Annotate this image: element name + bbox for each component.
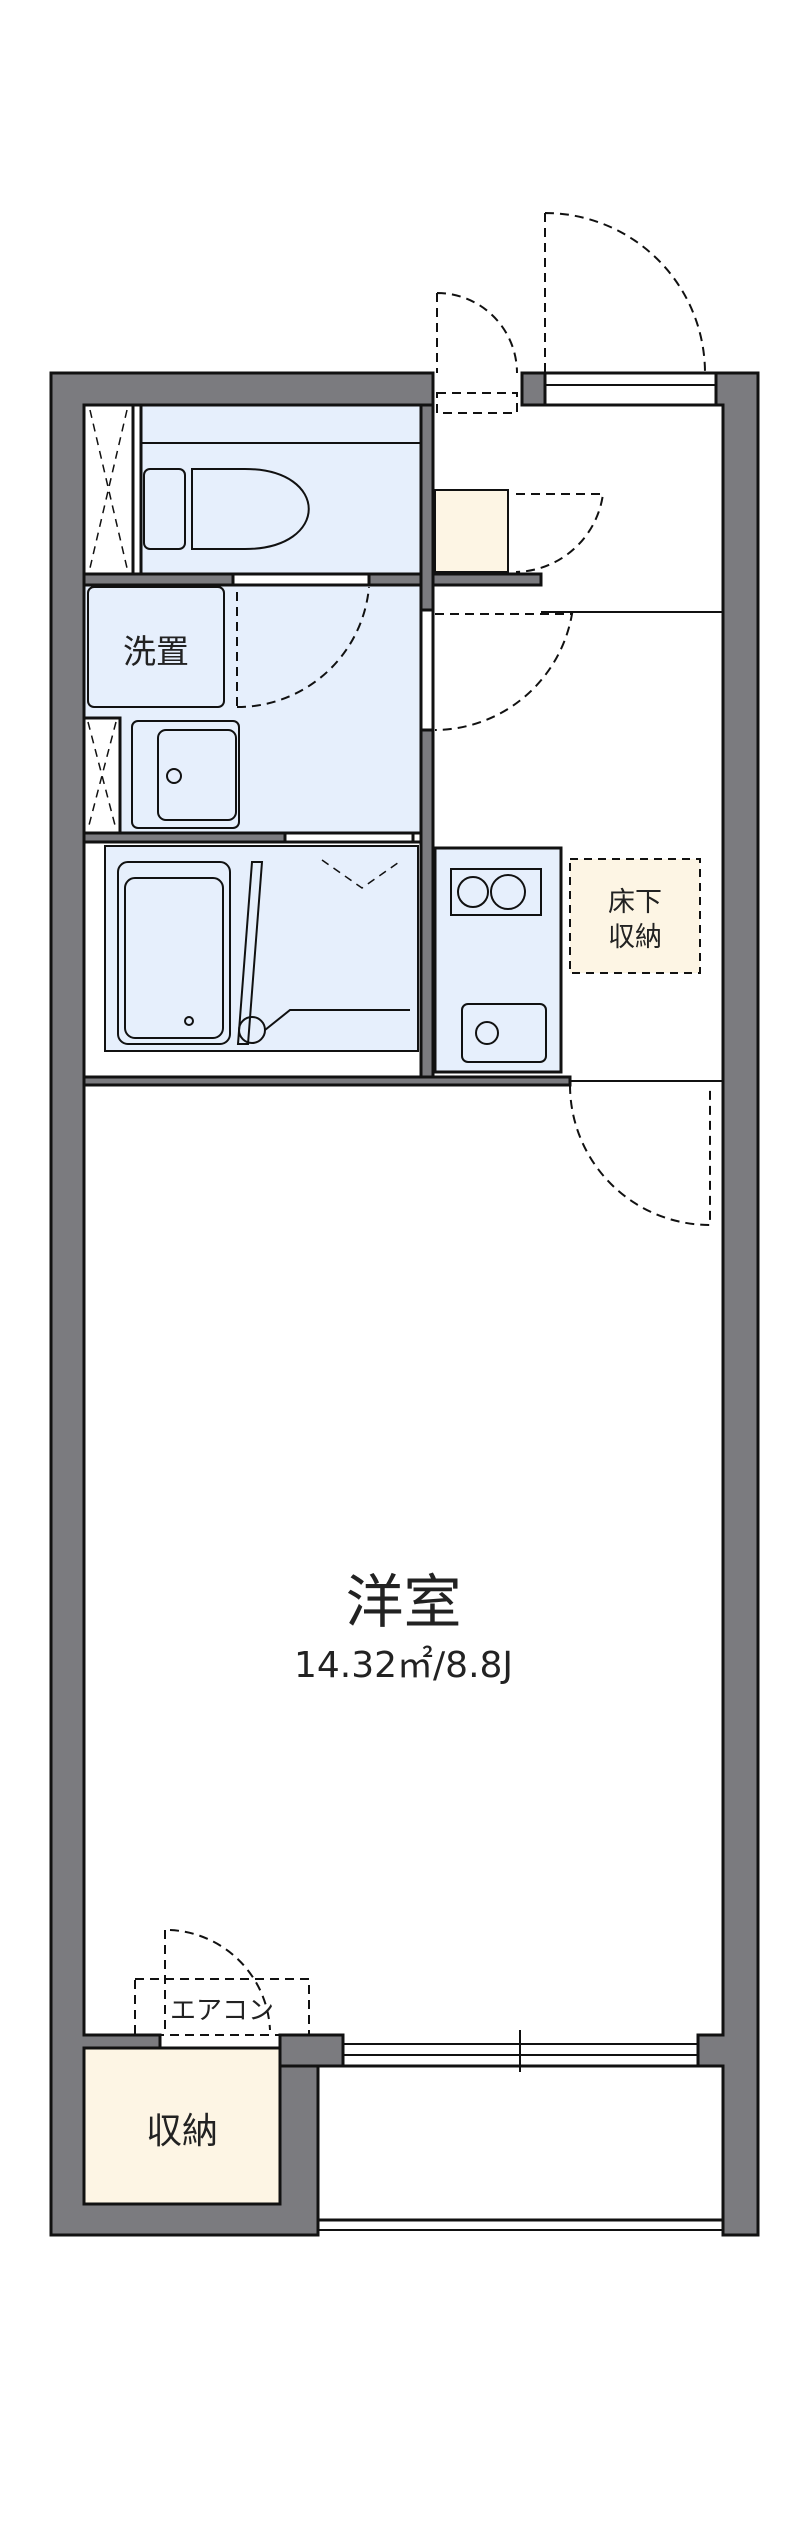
washroom-label: 洗置 xyxy=(123,632,189,671)
room-area: 14.32㎡/8.8J xyxy=(293,1645,514,1686)
kitchen-sink xyxy=(461,1003,547,1063)
toilet-tank xyxy=(143,468,186,550)
kitchen-counter xyxy=(433,846,563,1074)
bathtub xyxy=(117,861,231,1045)
pipe-shaft-2 xyxy=(82,716,122,835)
washer-space xyxy=(87,586,225,708)
balcony xyxy=(316,2064,725,2222)
underfloor-storage-label-1: 床下 xyxy=(608,887,662,918)
room-name: 洋室 xyxy=(345,1568,462,1636)
stove xyxy=(450,868,542,916)
toilet-bowl xyxy=(191,468,310,550)
underfloor-storage-box xyxy=(569,858,701,974)
outer-wall-right xyxy=(696,371,760,2237)
pipe-shaft xyxy=(82,403,135,576)
meter-door-swing xyxy=(436,292,518,374)
storage-label: 収納 xyxy=(145,2111,218,2152)
entrance-door-swing xyxy=(544,212,706,374)
air-conditioner-box xyxy=(134,1978,310,2036)
shoe-cabinet-door xyxy=(515,493,605,573)
storage-room xyxy=(82,2046,282,2206)
underfloor-storage-label-2: 収納 xyxy=(608,922,662,953)
shoe-cabinet xyxy=(434,489,509,573)
balcony-wall-left xyxy=(278,2033,345,2068)
partition-wall-vertical xyxy=(419,403,435,1079)
entrance-threshold xyxy=(543,371,718,407)
outer-wall-top-mid xyxy=(520,371,547,407)
room-door-swing xyxy=(569,1084,711,1227)
air-conditioner-label: エアコン xyxy=(169,1996,274,2026)
closet-door-swing xyxy=(164,1929,271,2035)
toilet-door-swing xyxy=(236,586,370,709)
wash-basin xyxy=(131,720,240,829)
washroom-door-swing xyxy=(434,613,574,731)
